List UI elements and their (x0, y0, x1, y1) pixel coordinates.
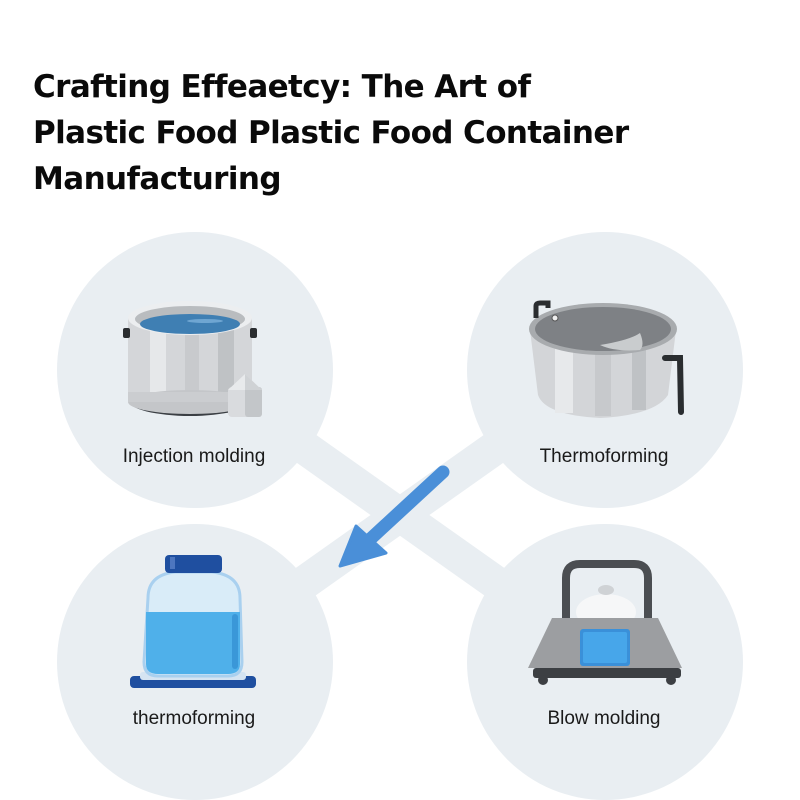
node-label-thermoforming: Thermoforming (539, 446, 669, 467)
empty-steel-pot-icon (529, 300, 684, 418)
title-line-3: Manufacturing (33, 161, 282, 197)
flow-arrow-icon (338, 465, 450, 568)
steel-pot-with-liquid-icon (123, 301, 262, 417)
node-label-injection-molding: Injection molding (122, 446, 266, 467)
node-label-blow-molding: Blow molding (547, 708, 661, 729)
node-label-thermoforming-lower: thermoforming (132, 708, 256, 729)
title-line-2: Plastic Food Plastic Food Container (33, 115, 629, 151)
plastic-jar-icon (130, 555, 256, 688)
blow-molding-machine-icon (528, 560, 682, 685)
title-line-1: Crafting Effeaetcy: The Art of (33, 69, 531, 105)
page-title: Crafting Effeaetcy: The Art of Plastic F… (33, 64, 773, 202)
